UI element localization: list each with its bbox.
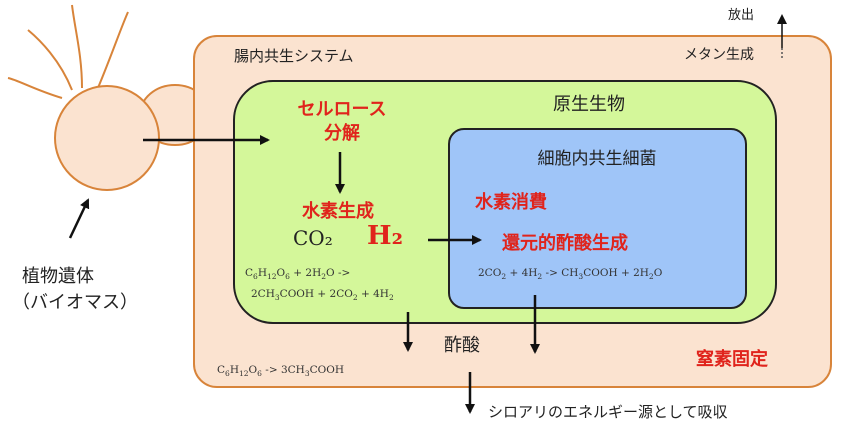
- cellulose-label-line1: セルロース: [297, 99, 387, 120]
- gut-system-title: 腸内共生システム: [234, 47, 354, 65]
- plant-debris-label: 植物遺体: [22, 266, 94, 287]
- biomass-label: （バイオマス）: [12, 292, 138, 313]
- glucose-to-acetate-formula: C6H12O6 -> 3CH3COOH: [217, 364, 345, 379]
- release-label: 放出: [728, 8, 755, 23]
- hydrogen-production-label: 水素生成: [302, 201, 374, 222]
- acetogenesis-formula: 2CO2 + 4H2 -> CH3COOH + 2H2O: [478, 267, 663, 282]
- protist-title: 原生生物: [553, 94, 625, 115]
- cellulose-label-line2: 分解: [324, 123, 360, 144]
- acetate-label: 酢酸: [444, 335, 480, 356]
- hydrogen-consumption-label: 水素消費: [475, 192, 547, 213]
- fermentation-formula-line1: C6H12O6 + 2H2O ->: [245, 267, 351, 282]
- endosymbiont-title: 細胞内共生細菌: [537, 149, 657, 169]
- h2-label: H₂: [367, 221, 403, 251]
- energy-source-label: シロアリのエネルギー源として吸収: [488, 403, 728, 421]
- nitrogen-fixation-label: 窒素固定: [696, 349, 768, 370]
- methanogenesis-label: メタン生成: [684, 47, 754, 63]
- co2-label: CO₂: [293, 226, 333, 250]
- fermentation-formula-line2: 2CH3COOH + 2CO2 + 4H2: [251, 288, 394, 303]
- acetogenesis-label: 還元的酢酸生成: [502, 233, 628, 254]
- arrow-biomass-to-termite: [68, 198, 90, 239]
- endosymbiont-bacteria-box: [448, 128, 747, 309]
